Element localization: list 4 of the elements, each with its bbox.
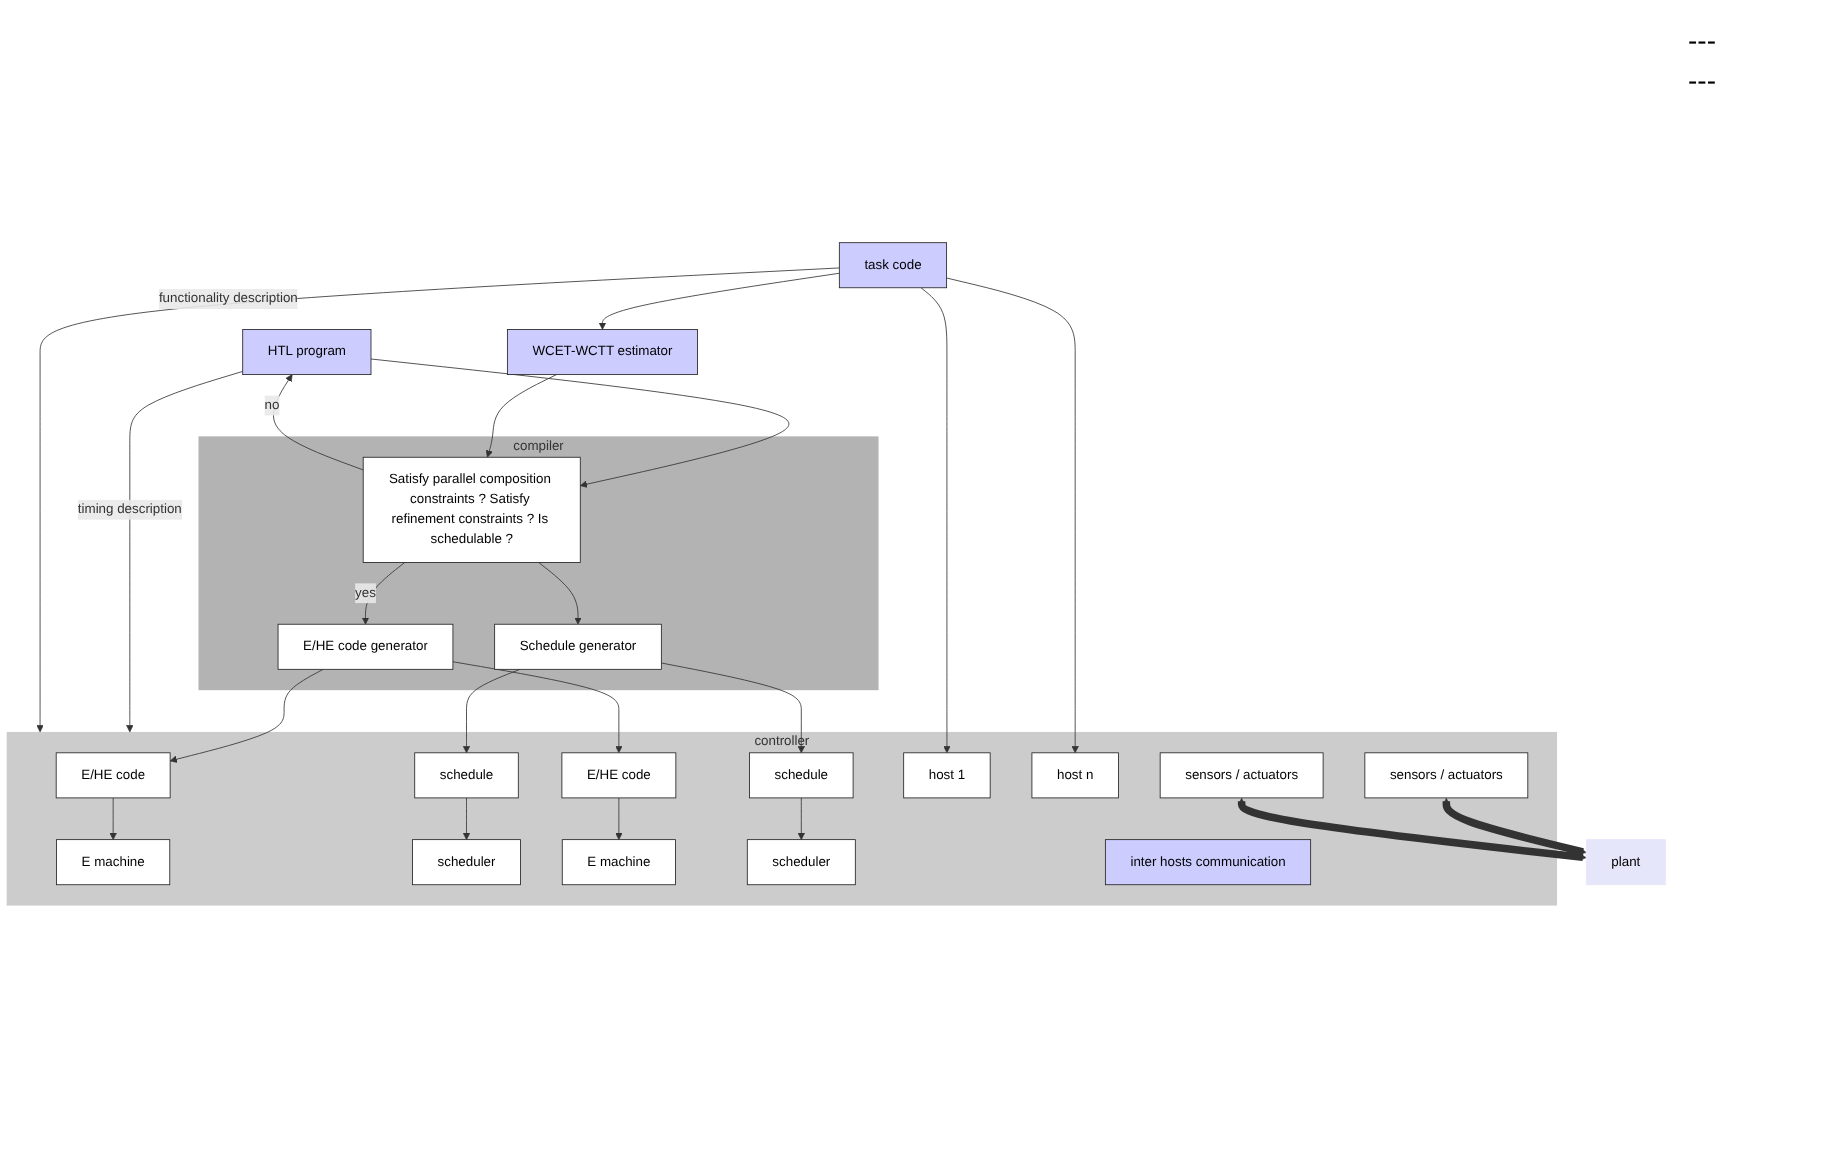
arrow xyxy=(1237,798,1587,862)
ellipsis-dashes: --- xyxy=(1688,24,1718,56)
ellipsis-dashes: --- xyxy=(1688,64,1718,96)
arrow xyxy=(1442,798,1587,857)
